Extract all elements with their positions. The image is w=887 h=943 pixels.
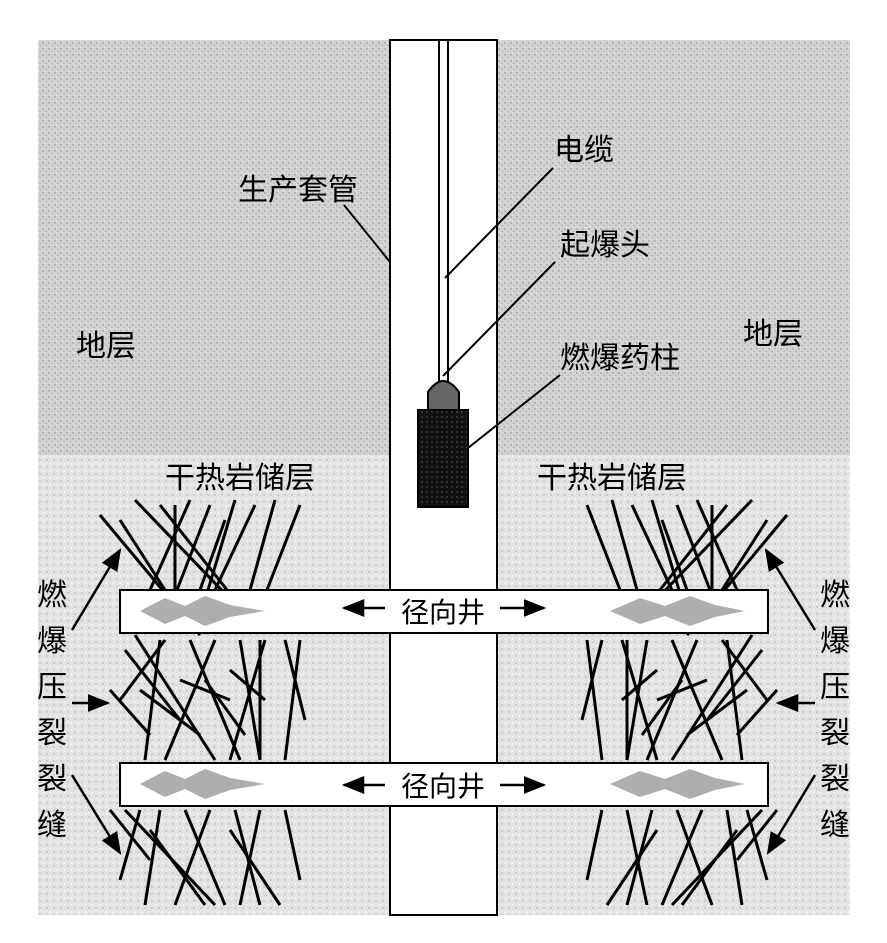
- fracture-label-char: 裂: [820, 716, 850, 751]
- fracture-label-char: 燃: [820, 578, 850, 613]
- label-detonator: 起爆头: [560, 228, 650, 263]
- label-formation-left: 地层: [76, 329, 136, 364]
- label-formation-right: 地层: [743, 317, 803, 352]
- cable: [439, 40, 448, 385]
- fracture-label-char: 爆: [37, 624, 67, 659]
- formation-right: [497, 40, 850, 460]
- fracture-label-char: 压: [820, 670, 850, 705]
- label-charge: 燃爆药柱: [560, 341, 680, 376]
- fracture-label-char: 缝: [820, 808, 850, 843]
- label-casing: 生产套管: [238, 173, 358, 208]
- label-reservoir-right: 干热岩储层: [537, 461, 687, 496]
- detonator-head: [428, 381, 459, 410]
- label-radial-well-lower: 径向井: [401, 770, 485, 803]
- fracture-label-char: 裂: [37, 716, 67, 751]
- fracture-label-char: 裂: [37, 762, 67, 797]
- label-reservoir-left: 干热岩储层: [165, 461, 315, 496]
- reservoir-right: [497, 455, 850, 915]
- fracture-label-char: 燃: [37, 578, 67, 613]
- fracture-label-char: 压: [37, 670, 67, 705]
- formation-left: [38, 40, 390, 460]
- label-radial-well-upper: 径向井: [401, 596, 485, 629]
- charge-column: [418, 410, 468, 507]
- fracture-label-char: 缝: [37, 808, 67, 843]
- fracture-label-char: 裂: [820, 762, 850, 797]
- label-cable: 电缆: [554, 133, 614, 168]
- fracture-label-char: 爆: [820, 624, 850, 659]
- reservoir-left: [38, 455, 390, 915]
